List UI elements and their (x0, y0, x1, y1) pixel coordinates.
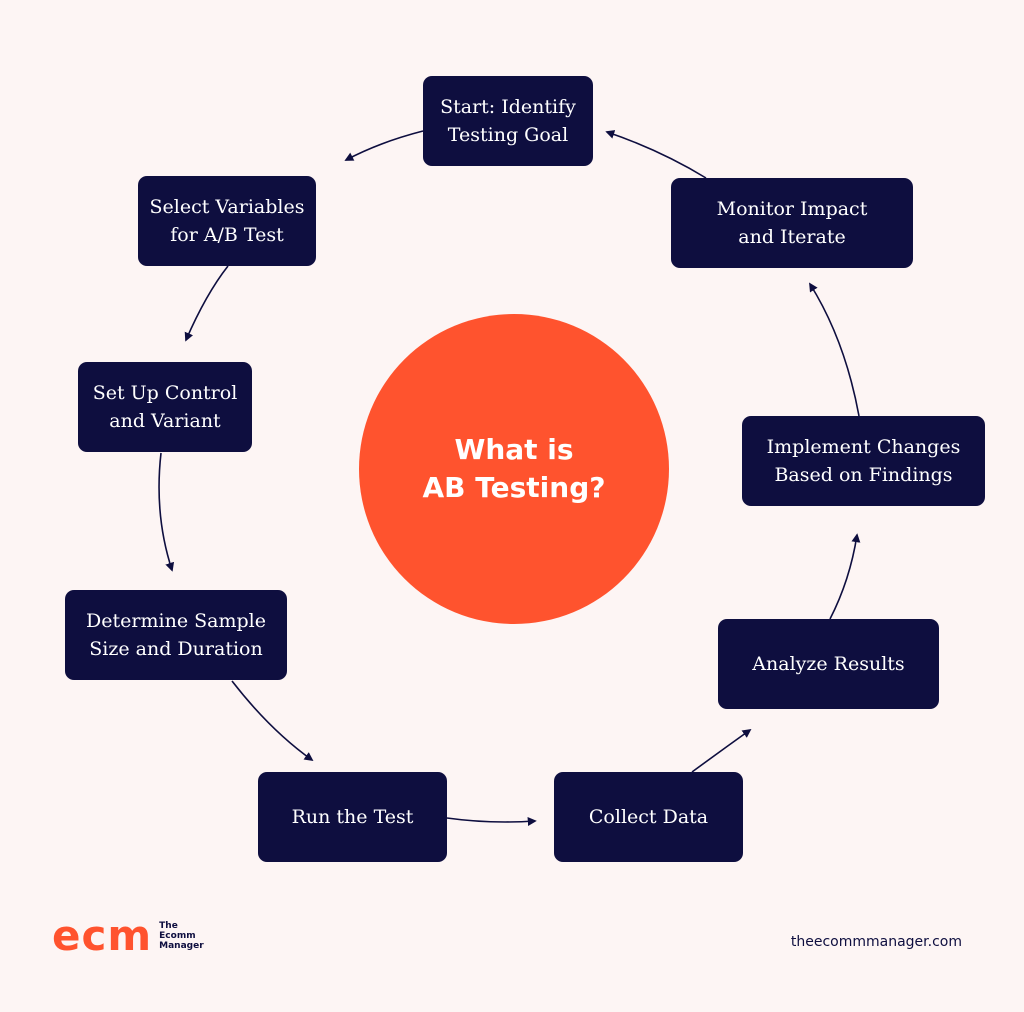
arrow-implement-to-monitor (809, 282, 860, 417)
arrow-setup-to-sample (158, 452, 175, 572)
step-determine-sample-size: Determine Sample Size and Duration (65, 590, 287, 680)
arrow-monitor-to-goal (605, 130, 707, 179)
step-label: Determine Sample Size and Duration (86, 610, 266, 660)
arrow-analyze-to-implement (829, 533, 861, 620)
step-label: Start: Identify Testing Goal (440, 96, 576, 146)
step-collect-data: Collect Data (554, 772, 743, 862)
step-run-the-test: Run the Test (258, 772, 447, 862)
step-select-variables: Select Variables for A/B Test (138, 176, 316, 266)
arrow-collect-to-analyze (691, 728, 752, 773)
step-label: Analyze Results (752, 653, 905, 675)
step-label: Monitor Impact and Iterate (716, 198, 868, 248)
site-url: theecommmanager.com (790, 934, 962, 950)
arrow-run-to-collect (446, 816, 537, 826)
arrow-goal-to-variables (344, 130, 424, 161)
logo-mark: ecm (52, 911, 153, 960)
center-title: What is AB Testing? (422, 433, 606, 504)
center-circle: What is AB Testing? (359, 314, 669, 624)
arrow-sample-to-run (231, 680, 314, 762)
logo-line-1: The (159, 921, 178, 931)
step-label: Collect Data (588, 806, 709, 828)
arrow-variables-to-setup (184, 265, 229, 342)
step-label: Select Variables for A/B Test (149, 196, 305, 246)
step-label: Run the Test (291, 806, 414, 828)
ecm-logo: ecm The Ecomm Manager (52, 915, 204, 957)
step-analyze-results: Analyze Results (718, 619, 939, 709)
logo-wordmark: The Ecomm Manager (159, 921, 204, 951)
step-monitor-impact: Monitor Impact and Iterate (671, 178, 913, 268)
step-label: Implement Changes Based on Findings (766, 436, 961, 486)
step-implement-changes: Implement Changes Based on Findings (742, 416, 985, 506)
step-identify-testing-goal: Start: Identify Testing Goal (423, 76, 593, 166)
logo-line-2: Ecomm (159, 931, 196, 941)
step-label: Set Up Control and Variant (92, 382, 238, 432)
logo-line-3: Manager (159, 941, 204, 951)
step-set-up-control-variant: Set Up Control and Variant (78, 362, 252, 452)
